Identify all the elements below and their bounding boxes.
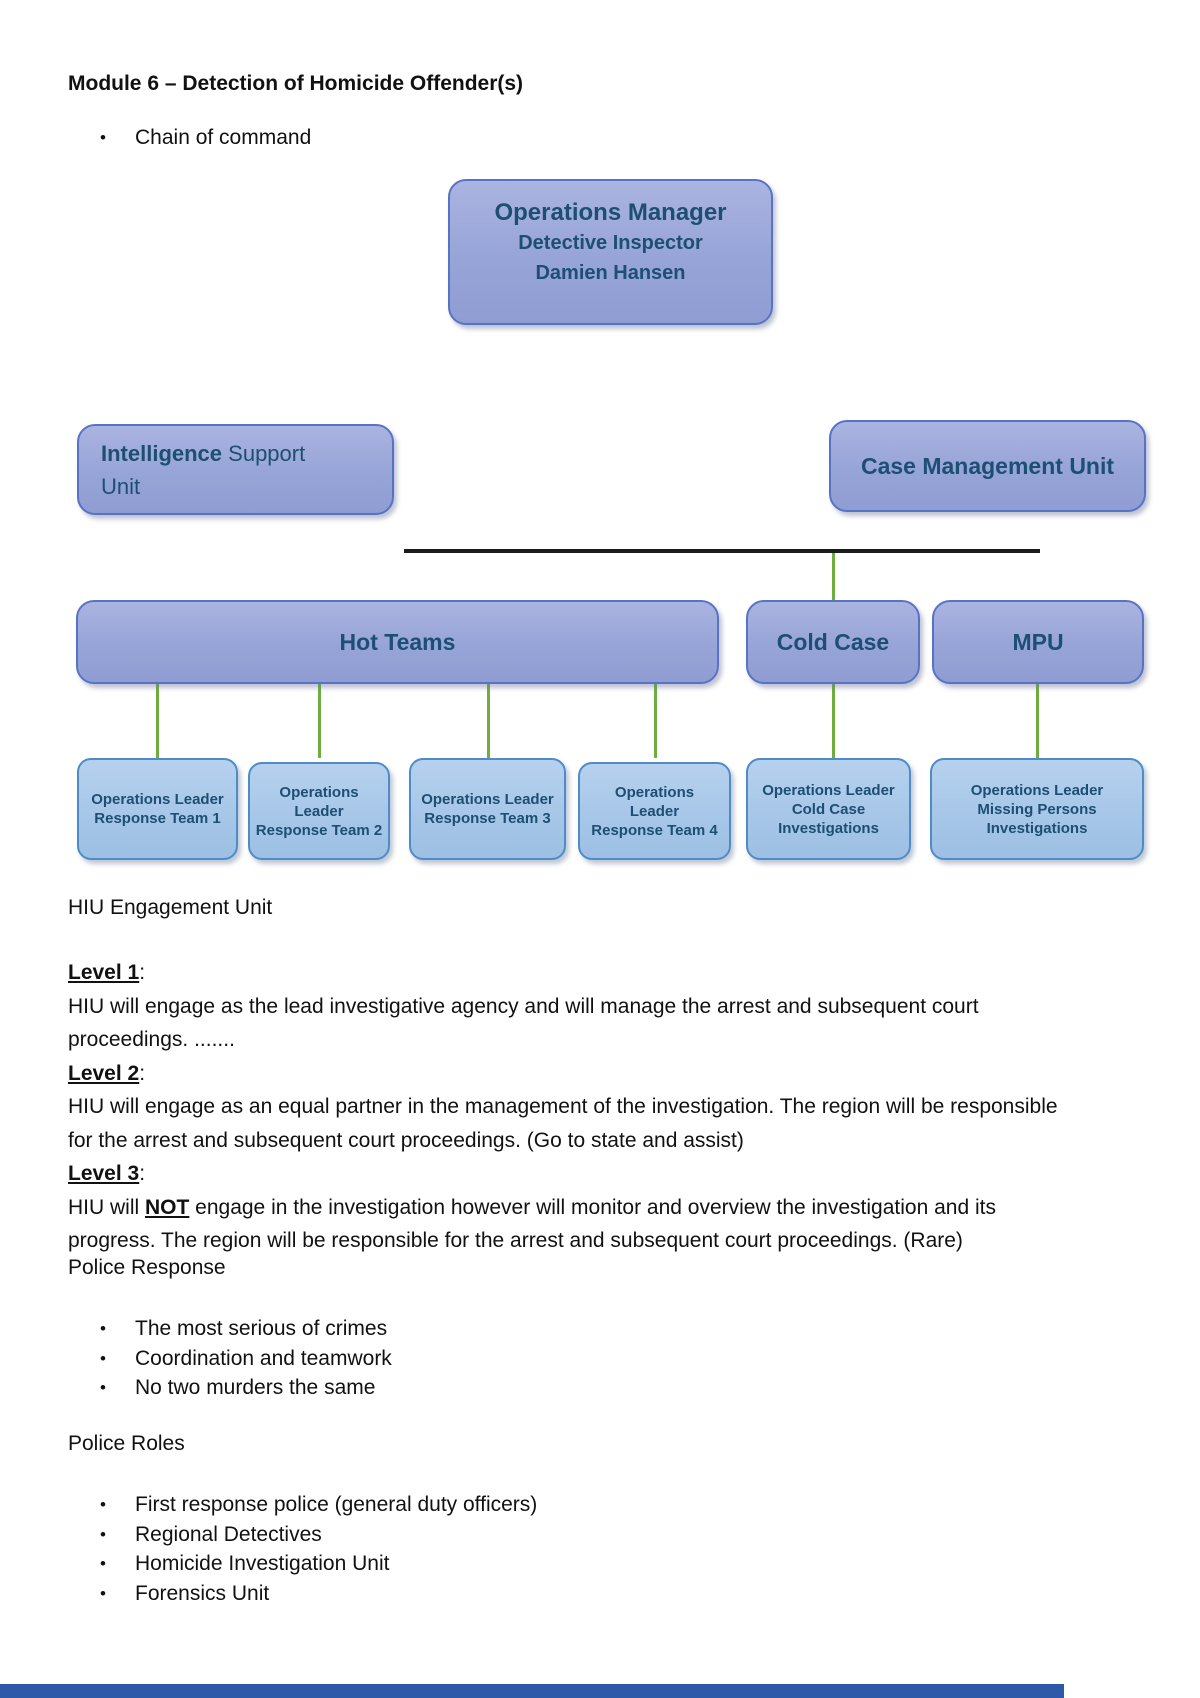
- police-roles-list: First response police (general duty offi…: [100, 1490, 537, 1608]
- connector-cold-case-bottom: [832, 684, 835, 758]
- level1-text: HIU will engage as the lead investigativ…: [68, 994, 979, 1052]
- leaf-line: Response Team 3: [424, 810, 551, 827]
- leaf-line: Operations Leader: [421, 791, 554, 808]
- leaf-line: Cold Case: [791, 800, 866, 818]
- operations-manager-rank: Detective Inspector: [518, 232, 703, 254]
- operations-manager-name: Damien Hansen: [535, 262, 686, 284]
- intro-bullet-label: Chain of command: [135, 126, 312, 149]
- leaf-line: Response Team 4: [591, 821, 718, 839]
- leaf-line: Missing Persons: [977, 800, 1097, 818]
- org-box-cold-case: Cold Case: [746, 600, 920, 684]
- leaf-line: Operations Leader: [970, 781, 1104, 799]
- connector-horizontal-line: [404, 549, 1040, 553]
- leaf-line: Operations: [279, 783, 359, 801]
- leaf-line: Operations Leader: [91, 791, 224, 808]
- page-title: Module 6 – Detection of Homicide Offende…: [68, 72, 524, 95]
- leaf-line: Leader: [629, 802, 680, 820]
- connector-mpu: [1036, 684, 1039, 758]
- level3-label: Level 3:: [68, 1162, 146, 1185]
- org-box-cold-case-investigations: Operations Leader Cold Case Investigatio…: [746, 758, 911, 860]
- org-box-response-team-1: Operations Leader Response Team 1: [77, 758, 238, 860]
- list-item: No two murders the same: [100, 1373, 392, 1403]
- level1-label: Level 1:: [68, 961, 146, 984]
- connector-cold-case-top: [832, 553, 835, 600]
- intro-bullet-item: Chain of command: [100, 126, 311, 150]
- list-item: Homicide Investigation Unit: [100, 1549, 537, 1579]
- connector-team3: [487, 684, 490, 758]
- org-box-hot-teams: Hot Teams: [76, 600, 719, 684]
- operations-manager-title: Operations Manager: [494, 199, 727, 226]
- connector-team2: [318, 684, 321, 758]
- police-response-heading: Police Response: [68, 1256, 226, 1279]
- police-roles-heading: Police Roles: [68, 1432, 185, 1455]
- org-box-mpu: MPU: [932, 600, 1144, 684]
- org-box-response-team-4: Operations Leader Response Team 4: [578, 762, 731, 860]
- connector-team4: [654, 684, 657, 758]
- list-item: Regional Detectives: [100, 1520, 537, 1550]
- list-item: First response police (general duty offi…: [100, 1490, 537, 1520]
- hiu-engagement-heading: HIU Engagement Unit: [68, 896, 273, 919]
- connector-team1: [156, 684, 159, 758]
- list-item: Coordination and teamwork: [100, 1344, 392, 1374]
- hot-teams-label: Hot Teams: [339, 628, 456, 655]
- leaf-line: Investigations: [986, 819, 1088, 837]
- level2-text: HIU will engage as an equal partner in t…: [68, 1095, 1058, 1152]
- list-item: Forensics Unit: [100, 1579, 537, 1609]
- leaf-line: Investigations: [778, 819, 879, 837]
- org-box-response-team-2: Operations Leader Response Team 2: [248, 762, 390, 860]
- leaf-line: Response Team 2: [255, 821, 383, 839]
- org-box-operations-manager: Operations Manager Detective Inspector D…: [448, 179, 773, 325]
- leaf-line: Leader: [294, 802, 344, 820]
- leaf-line: Response Team 1: [94, 810, 221, 827]
- mpu-label: MPU: [1012, 628, 1064, 655]
- level2-label: Level 2:: [68, 1061, 146, 1085]
- case-management-unit-label: Case Management Unit: [860, 452, 1115, 479]
- list-item: The most serious of crimes: [100, 1314, 392, 1344]
- level3-text: HIU will NOT engage in the investigation…: [68, 1195, 996, 1253]
- hiu-levels-text: Level 1: HIU will engage as the lead inv…: [68, 956, 1078, 1258]
- leaf-line: Operations: [614, 783, 695, 801]
- cold-case-label: Cold Case: [776, 628, 890, 655]
- org-box-missing-persons-investigations: Operations Leader Missing Persons Invest…: [930, 758, 1144, 860]
- footer-accent-bar: [0, 1684, 1064, 1698]
- org-box-case-management-unit: Case Management Unit: [829, 420, 1146, 512]
- police-response-list: The most serious of crimes Coordination …: [100, 1314, 392, 1403]
- org-box-response-team-3: Operations Leader Response Team 3: [409, 758, 566, 860]
- leaf-line: Operations Leader: [762, 781, 895, 799]
